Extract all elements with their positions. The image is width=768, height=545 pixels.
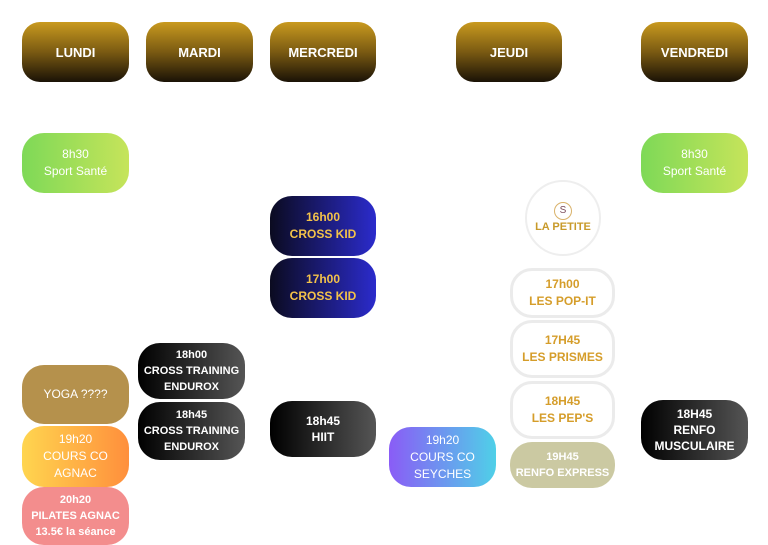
class-name: CROSS KID bbox=[289, 289, 357, 303]
class-time: 17h00 bbox=[545, 277, 580, 291]
la-petite-logo: S LA PETITE bbox=[525, 180, 601, 256]
class-name: RENFO EXPRESS bbox=[515, 467, 610, 479]
class-time: 8h30 bbox=[62, 147, 89, 161]
class-price: 13.5€ la séance bbox=[35, 526, 116, 538]
class-name: PILATES AGNAC bbox=[31, 510, 120, 522]
class-time: 18H45 bbox=[544, 394, 581, 408]
class-time: 17H45 bbox=[544, 333, 581, 347]
class-name: CROSS TRAINING bbox=[143, 425, 240, 437]
class-brand: ENDUROX bbox=[163, 381, 219, 393]
day-header-vendredi: VENDREDI bbox=[641, 22, 748, 82]
class-name: YOGA ???? bbox=[43, 387, 108, 401]
class-location: AGNAC bbox=[54, 466, 97, 480]
class-time: 19h20 bbox=[425, 432, 460, 447]
class-time: 8h30 bbox=[681, 147, 708, 161]
class-time: 16h00 bbox=[305, 210, 341, 224]
class-name: LES PEP'S bbox=[531, 411, 594, 425]
class-name: CROSS KID bbox=[289, 227, 357, 241]
class-time: 19H45 bbox=[546, 451, 579, 463]
logo-text: LA PETITE bbox=[535, 221, 591, 233]
class-name: Sport Santé bbox=[662, 164, 727, 178]
class-name: RENFO bbox=[673, 423, 716, 437]
logo-icon: S bbox=[554, 202, 572, 220]
class-location: SEYCHES bbox=[413, 466, 472, 481]
class-name: LES PRISMES bbox=[522, 350, 603, 364]
class-name: Sport Santé bbox=[43, 164, 108, 178]
day-header-mardi: MARDI bbox=[146, 22, 253, 82]
class-time: 18h45 bbox=[175, 409, 208, 421]
class-time: 18h00 bbox=[175, 349, 208, 361]
day-header-mercredi: MERCREDI bbox=[270, 22, 376, 82]
class-yoga[interactable]: YOGA ???? bbox=[22, 365, 129, 424]
class-name: HIIT bbox=[311, 430, 335, 444]
class-name: LES POP-IT bbox=[529, 294, 596, 308]
class-brand: ENDUROX bbox=[163, 441, 219, 453]
class-name: COURS CO bbox=[410, 449, 475, 464]
class-time: 19h20 bbox=[58, 432, 93, 446]
class-name-2: MUSCULAIRE bbox=[654, 439, 735, 453]
class-name: COURS CO bbox=[43, 449, 108, 463]
class-name: CROSS TRAINING bbox=[143, 365, 240, 377]
class-time: 17h00 bbox=[305, 272, 341, 286]
day-header-lundi: LUNDI bbox=[22, 22, 129, 82]
day-header-jeudi: JEUDI bbox=[456, 22, 562, 82]
class-time: 18h45 bbox=[305, 414, 341, 428]
class-time: 18H45 bbox=[676, 407, 713, 421]
class-time: 20h20 bbox=[59, 494, 92, 506]
